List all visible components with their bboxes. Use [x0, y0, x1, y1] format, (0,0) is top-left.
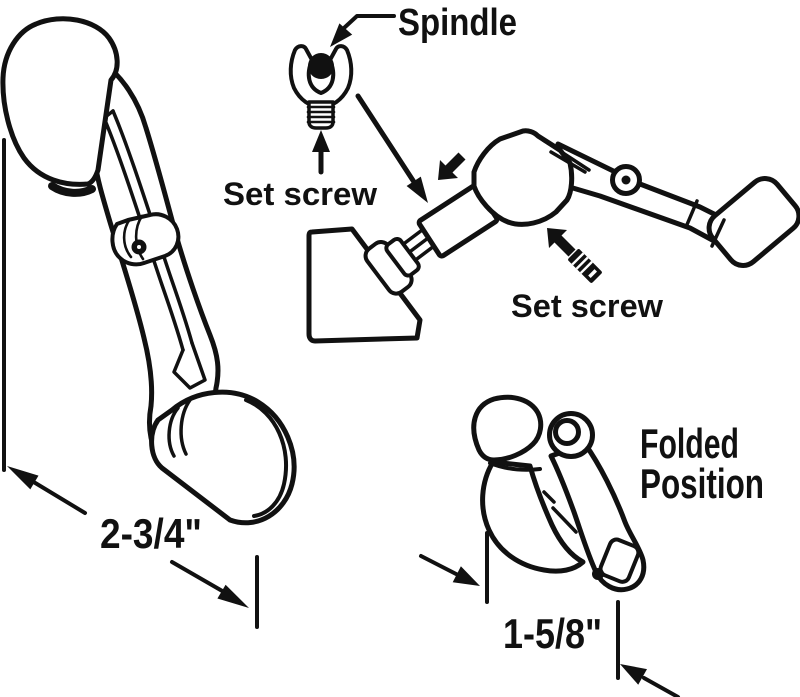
crank-arm-channel-line: [102, 116, 185, 352]
set-screw-threads: [306, 105, 336, 124]
crank-knob: [706, 176, 800, 268]
spindle-leader-line: [342, 14, 396, 30]
set-screw-icon: [568, 249, 602, 283]
bottom-knob-collar: [167, 398, 192, 458]
set-screw-icon-body: [568, 249, 602, 283]
set-screw-icon-slot: [588, 269, 598, 279]
arm-pivot-dot: [621, 175, 631, 185]
extended-crank-illustration: [0, 16, 297, 526]
knob-neck-lines: [684, 199, 726, 248]
set-screw-label-side: Set screw: [511, 288, 663, 324]
spindle-ball: [308, 53, 334, 79]
pivot-rivet-hole: [137, 245, 141, 249]
dim-arrowhead: [452, 566, 480, 586]
spindle-to-shaft-arrow: [355, 93, 428, 203]
pivot-barrel-ridge: [122, 214, 145, 261]
crank-hub-body: [471, 128, 575, 227]
set-screw-arrowhead: [312, 130, 330, 152]
dim-arrowhead: [620, 664, 647, 685]
leader-arrowhead: [406, 176, 428, 203]
folded-body: [480, 459, 586, 574]
folded-foot: [598, 537, 641, 584]
dimension-extended-length: 2-3/4": [2, 138, 259, 629]
leader-shaft: [355, 93, 417, 185]
block-arrow-down-icon: [438, 152, 466, 180]
folded-rivet: [592, 568, 604, 580]
block-arrow-up-icon: [547, 228, 576, 257]
dim-arrowhead: [7, 466, 39, 490]
dim-arrowhead: [217, 584, 249, 608]
set-screw-icon-threads: [571, 252, 593, 274]
spindle-illustration: [288, 14, 396, 175]
folded-position-label-line2: Position: [640, 460, 764, 507]
folded-position-label-line1: Folded: [640, 420, 739, 467]
hub-arm-seam: [541, 138, 591, 174]
operator-housing: [306, 226, 423, 344]
crank-arm-channel-line: [111, 109, 194, 345]
shaft-bushing: [363, 224, 442, 296]
operator-housing-illustration: [306, 183, 506, 344]
dimension-folded-length: 1-5/8": [419, 531, 680, 697]
folded-body-seam: [488, 461, 542, 472]
folded-arm-detail: [542, 490, 578, 534]
folded-arm: [548, 441, 647, 593]
dim-arrow-shaft: [419, 554, 462, 578]
knob-body: [706, 176, 800, 268]
dim-arrow-shaft: [170, 560, 226, 594]
bottom-knob-cap: [244, 398, 289, 518]
folded-crank-illustration: [471, 394, 647, 593]
folded-hub-hole: [553, 418, 581, 446]
dim-arrow-shaft: [642, 676, 680, 697]
spindle-leader-arrowhead: [330, 23, 353, 47]
spindle-label: Spindle: [398, 2, 517, 44]
set-screw-label-top: Set screw: [223, 176, 377, 212]
folded-foot-inner: [598, 537, 641, 584]
knob-shadow: [48, 182, 96, 197]
dim-arrow-shaft: [30, 479, 87, 515]
bottom-knob: [149, 389, 297, 526]
attached-crank-illustration: [438, 128, 800, 283]
top-knob: [0, 16, 120, 187]
folded-knob-lobe: [471, 394, 544, 463]
folded-length-value: 1-5/8": [503, 610, 602, 657]
extended-length-value: 2-3/4": [100, 510, 202, 557]
